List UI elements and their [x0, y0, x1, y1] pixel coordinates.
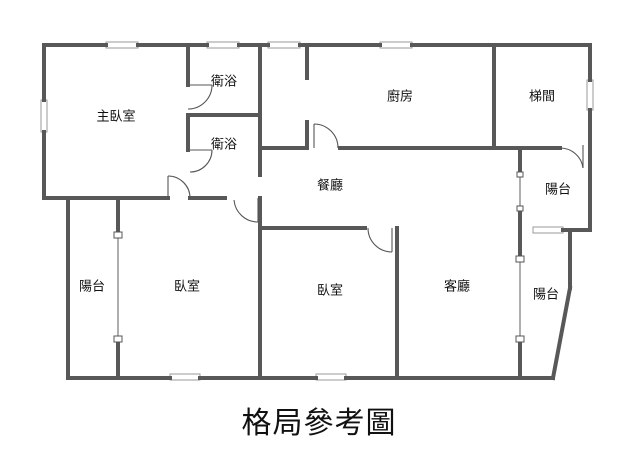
window-bath1-top — [206, 41, 240, 49]
label-living-room: 客廳 — [444, 279, 470, 295]
door-stair-balcony — [559, 145, 584, 169]
label-stairwell: 梯間 — [529, 90, 555, 105]
label-bath-1: 衛浴 — [211, 75, 237, 90]
label-bedroom-1: 臥室 — [174, 279, 200, 295]
label-kitchen: 廚房 — [387, 89, 413, 105]
room-labels: 主臥室 衛浴 衛浴 廚房 梯間 陽台 餐廳 陽台 臥室 臥室 客廳 陽台 — [79, 75, 571, 303]
door-bath-1 — [187, 84, 213, 110]
label-dining: 餐廳 — [317, 178, 343, 194]
door-bedroom-2 — [367, 227, 393, 253]
walls — [42, 43, 592, 381]
label-master-bedroom: 主臥室 — [96, 109, 135, 125]
label-balcony-east: 陽台 — [545, 183, 571, 198]
door-master-bedroom — [167, 175, 191, 199]
window-master-left — [40, 99, 48, 133]
balcony-partitions — [113, 171, 525, 343]
plan-caption: 格局參考圖 — [241, 406, 397, 441]
label-bath-2: 衛浴 — [211, 138, 237, 153]
label-balcony-south: 陽台 — [533, 288, 559, 303]
window-bedroom2-bottom — [315, 373, 347, 381]
door-kitchen — [313, 123, 339, 149]
label-balcony-west: 陽台 — [79, 280, 105, 295]
label-bedroom-2: 臥室 — [317, 283, 343, 299]
window-bedroom1-bottom — [169, 373, 201, 381]
windows — [40, 41, 594, 381]
doors — [167, 84, 584, 253]
door-bath-2 — [188, 149, 213, 173]
window-balcony-east — [532, 226, 564, 234]
window-master-top — [105, 41, 139, 49]
window-hall-top — [267, 41, 301, 49]
window-stair-right — [586, 79, 594, 111]
door-bedroom-1 — [233, 198, 259, 223]
window-kitchen-top — [379, 41, 413, 49]
